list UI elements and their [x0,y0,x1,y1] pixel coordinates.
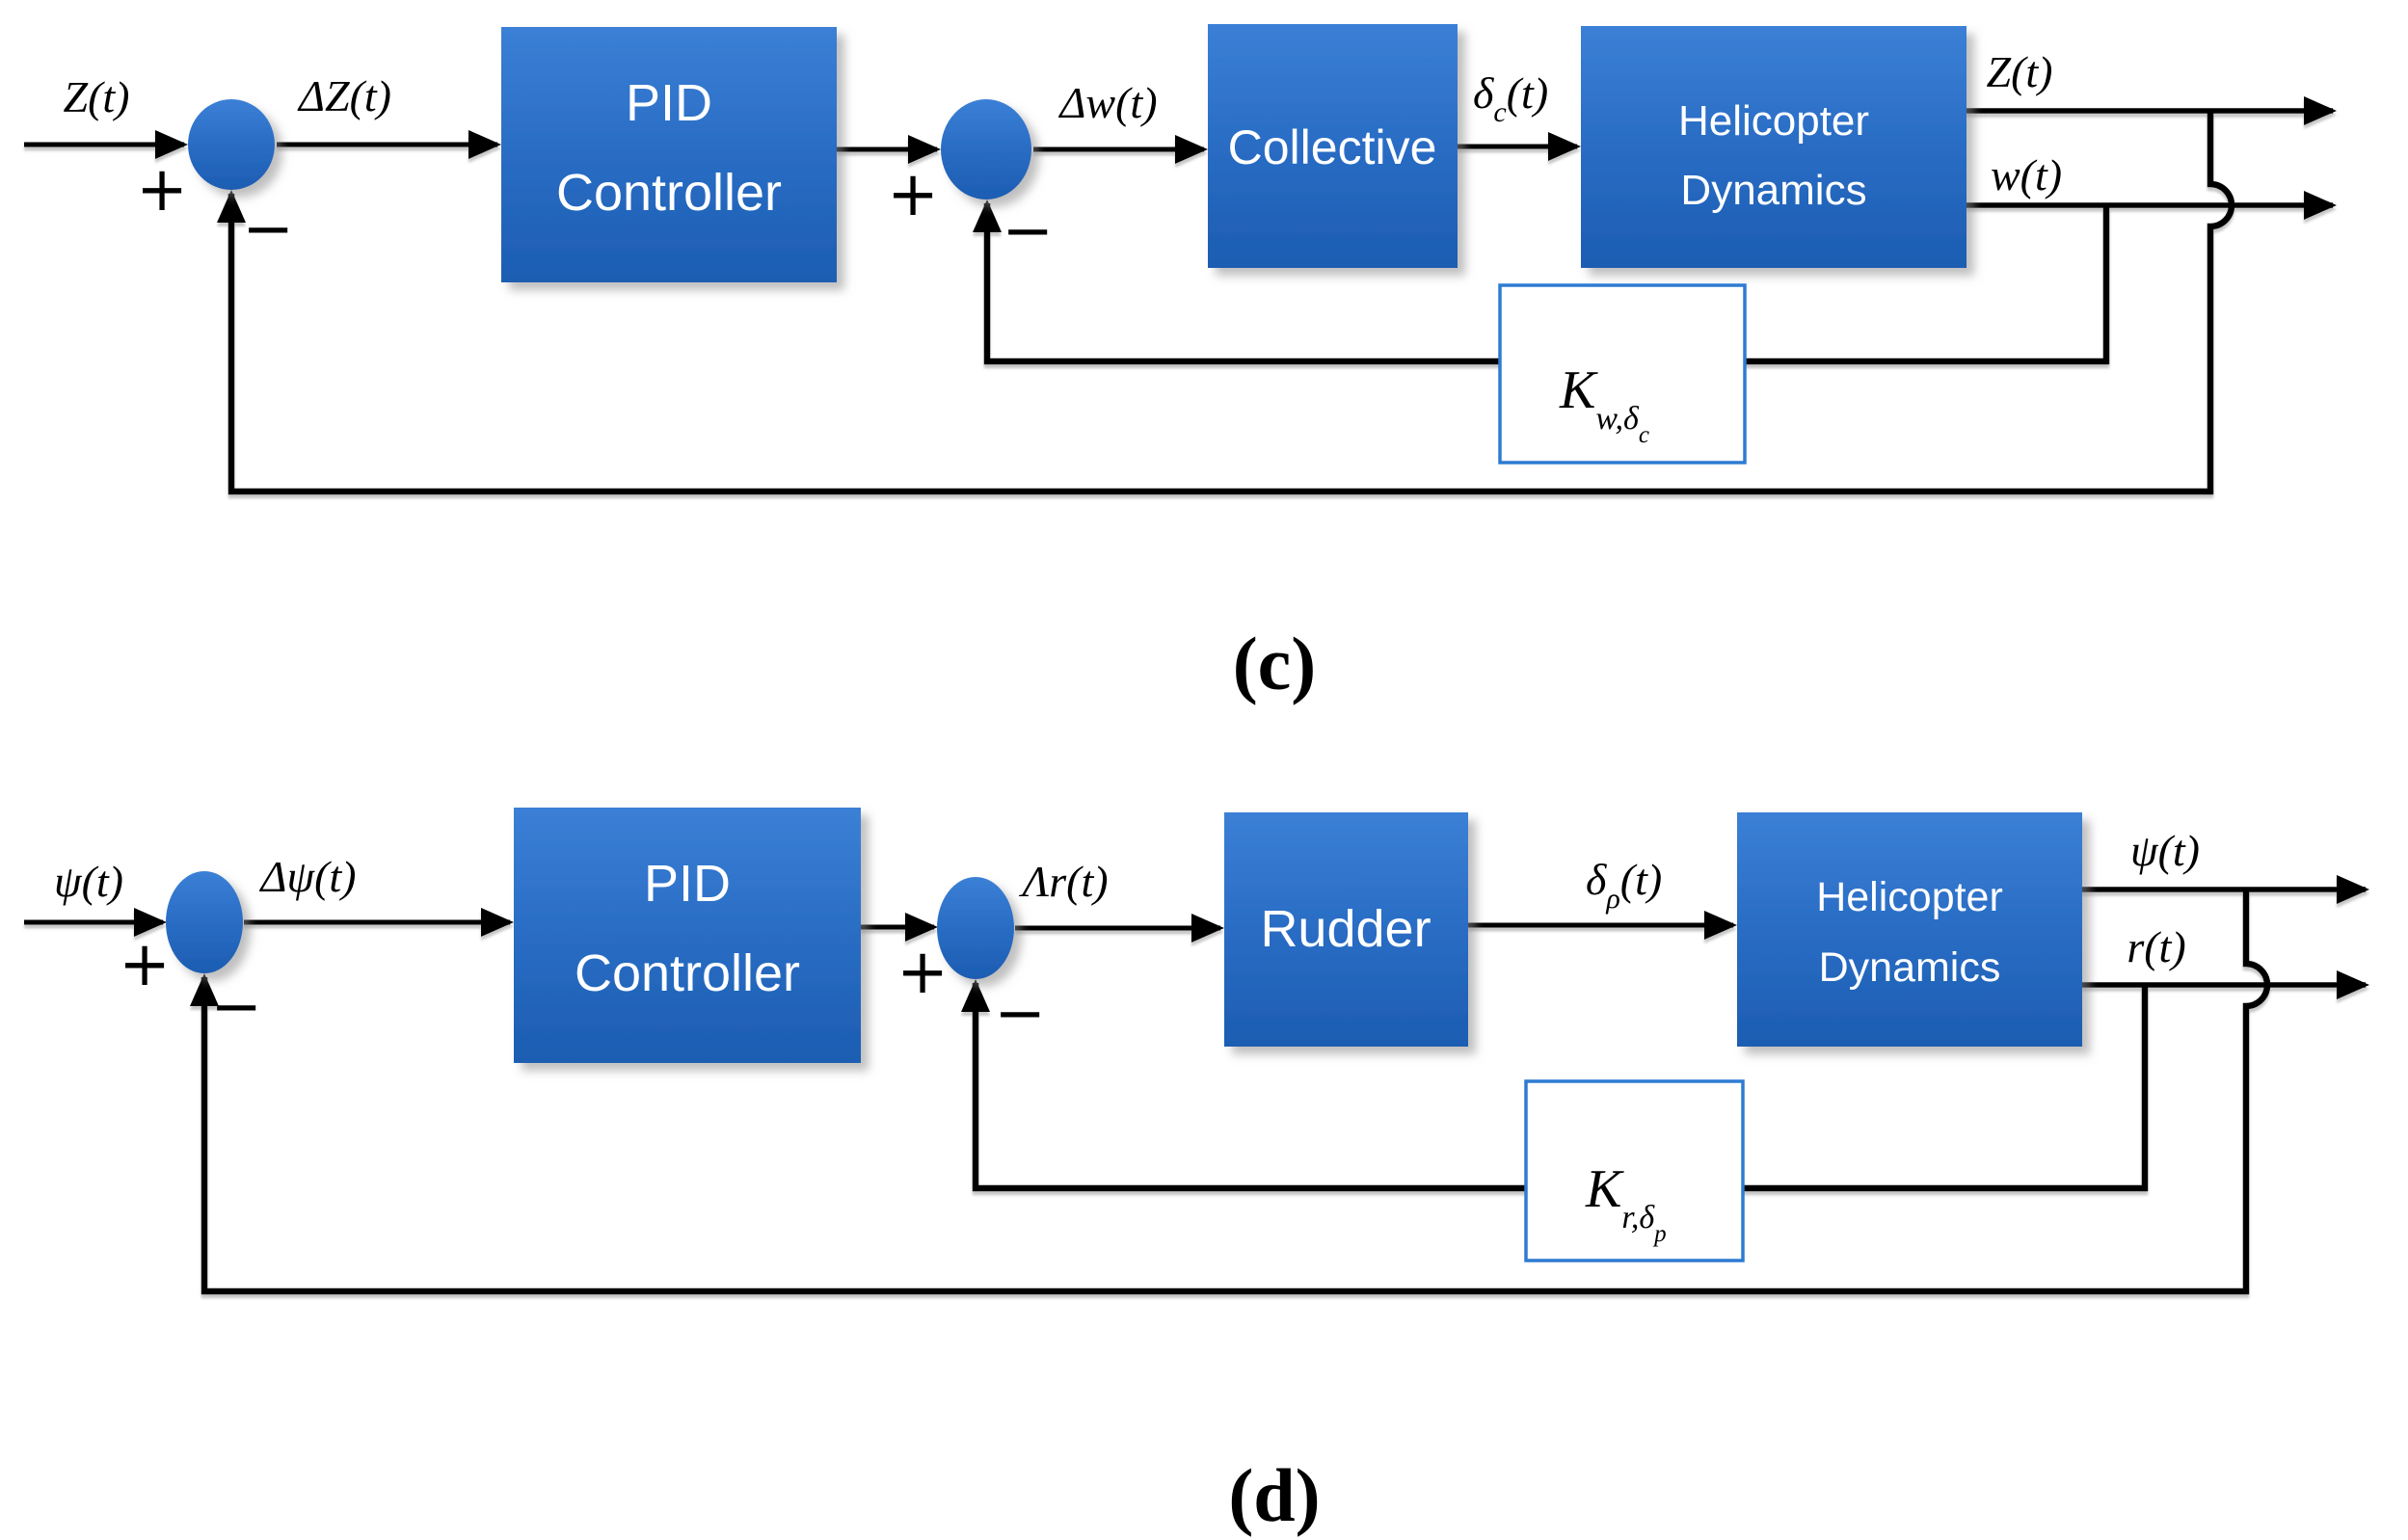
sum1-minus-sign-d: − [210,971,262,1043]
signal-label-control-c: Δw(t) [1057,78,1157,127]
diagram-c: PID Controller Collective Helicopter Dyn… [24,24,2337,705]
delta-sub-c: c [1493,96,1506,128]
signal-label-error-d: Δψ(t) [259,852,357,901]
signal-label-reference-c: Z(t) [64,72,130,121]
plant-block-label-line2-c: Dynamics [1680,167,1866,214]
wire-feedback-outer-d [190,889,2271,1295]
panel-caption-d: (d) [1228,1453,1320,1537]
panel-caption-c: (c) [1233,622,1317,705]
feedback-gain-label-c: Kw,δc [1559,360,1649,448]
signal-label-control-d: Λr(t) [1018,857,1108,906]
sum2-minus-sign-c: − [1002,196,1054,267]
pid-block-label-line2-d: Controller [575,944,800,1002]
sum2-plus-sign-c: + [887,159,939,230]
collective-block-c [1208,24,1458,268]
delta-sub-d: ρ [1605,883,1619,915]
rudder-block-d [1224,812,1468,1047]
signal-label-actuator-output-c: δc(t) [1473,68,1548,128]
diagram-d: PID Controller Rudder Helicopter Dynamic… [24,808,2369,1537]
sum1-minus-sign-c: − [242,194,294,265]
helicopter-dynamics-block-c [1581,26,1967,268]
signal-label-output1-c: Z(t) [1987,47,2053,96]
signal-label-error-c: ΔZ(t) [297,71,391,120]
pid-controller-block-c [501,27,837,282]
sum1-plus-sign-d: + [119,929,171,1000]
gain-sub-c: w,δ [1595,401,1640,437]
summing-junction-2-c [941,99,1031,199]
signal-label-output1-d: ψ(t) [2130,826,2200,875]
delta-rest-c: (t) [1507,68,1548,118]
plant-block-label-line1-d: Helicopter [1816,874,2003,920]
delta-rest-d: (t) [1620,855,1662,904]
wires-c [24,96,2337,495]
gain-base-d: K [1585,1159,1624,1219]
gain-base-c: K [1559,360,1598,420]
summing-junction-2-d [937,877,1014,979]
feedback-gain-box-c [1498,283,1747,465]
gain-subsub-d: p [1652,1221,1667,1247]
signal-label-actuator-output-d: δρ(t) [1586,855,1662,915]
signal-label-output2-d: r(t) [2127,922,2185,971]
delta-base-c: δ [1473,68,1494,118]
feedback-gain-box-d [1524,1079,1745,1262]
collective-block-label-c: Collective [1228,120,1437,174]
gain-sub-d: r,δ [1621,1200,1655,1235]
rudder-block-label-d: Rudder [1260,900,1431,958]
pid-controller-block-d [514,808,861,1063]
sum1-plus-sign-c: + [136,154,188,226]
pid-block-label-line2-c: Controller [556,164,782,222]
delta-base-d: δ [1586,855,1607,904]
summing-junction-1-c [188,99,275,190]
summing-junction-1-d [166,871,243,973]
wire-feedback-outer-c [217,111,2235,495]
feedback-gain-label-d: Kr,δp [1585,1159,1667,1247]
signal-label-reference-d: ψ(t) [54,857,123,906]
pid-block-label-line1-d: PID [644,855,731,913]
plant-block-label-line2-d: Dynamics [1819,944,2001,991]
sum2-minus-sign-d: − [994,978,1046,1049]
helicopter-dynamics-block-d [1737,812,2082,1047]
gain-subsub-c: c [1639,422,1649,448]
signal-label-output2-c: w(t) [1991,150,2062,199]
pid-block-label-line1-c: PID [626,74,712,132]
plant-block-label-line1-c: Helicopter [1678,97,1869,145]
sum2-plus-sign-d: + [896,937,949,1008]
